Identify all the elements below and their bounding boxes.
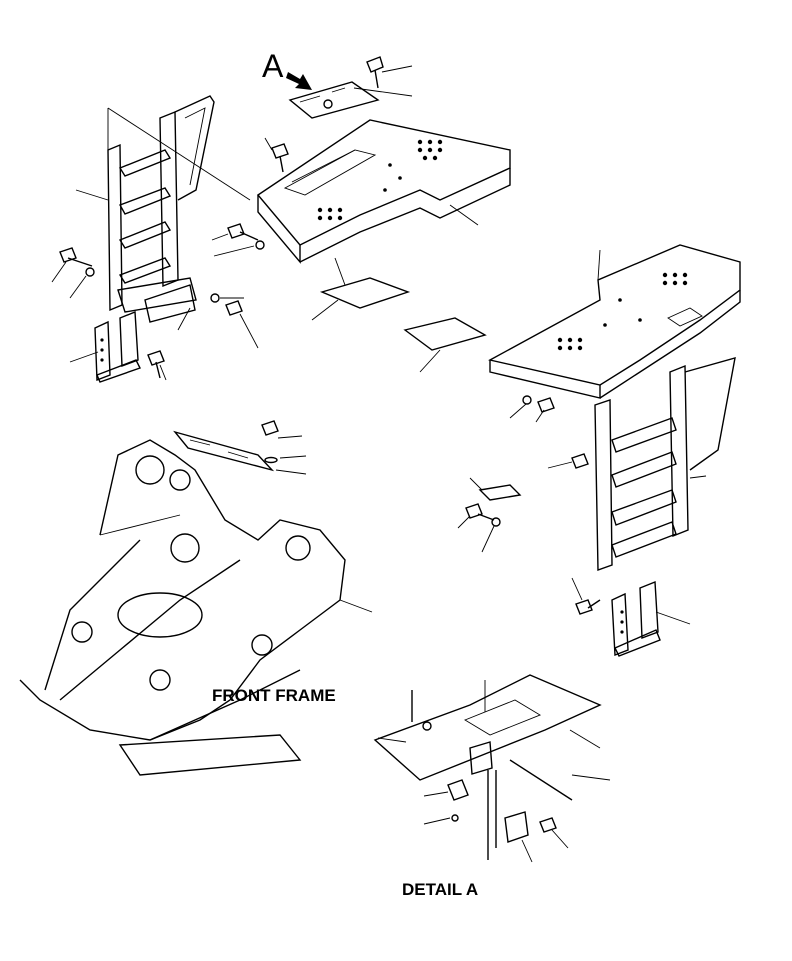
left-lower-bracket [94,310,141,383]
view-arrow-icon [286,72,312,90]
right-floor-plate [488,244,741,399]
lower-cover-left [319,257,411,309]
bolt-group-left [59,223,265,379]
front-frame-label: FRONT FRAME [212,686,336,705]
detail-a-label: DETAIL A [402,880,479,899]
right-small-bracket [403,317,522,501]
right-step-ladder [594,357,736,571]
front-frame-cover [173,420,279,472]
left-step-ladder [107,95,251,323]
view-a-plate [271,56,384,173]
bolt-group-right [465,395,601,615]
front-frame [19,439,373,776]
detail-a-assembly [373,674,602,860]
leader-lines [51,65,707,863]
right-lower-bracket [611,580,661,657]
view-arrow-label: A [262,48,284,84]
top-floor-plate [256,119,511,264]
